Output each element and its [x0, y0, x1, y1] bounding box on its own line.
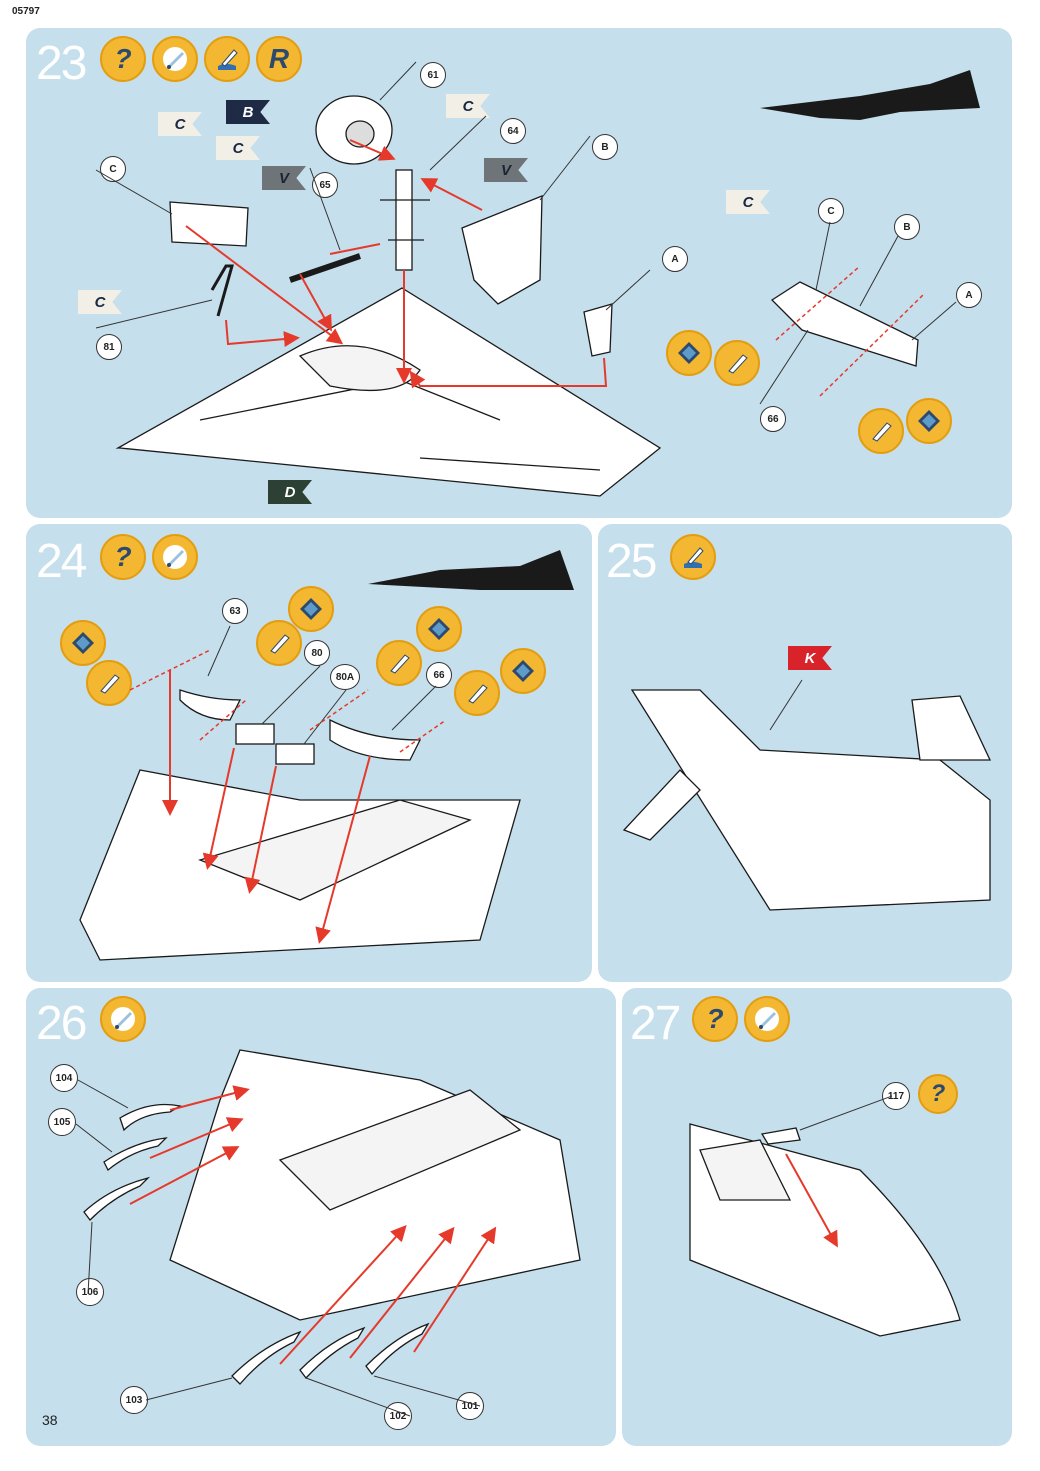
callout-64: 64: [500, 118, 526, 144]
callout-63: 63: [222, 598, 248, 624]
callout-66: 66: [760, 406, 786, 432]
r-icon: R: [256, 36, 302, 82]
flag-c-5: C: [726, 190, 770, 214]
glue-icon: [152, 534, 198, 580]
glue-icon: [744, 996, 790, 1042]
aircraft-silhouette: [760, 70, 980, 120]
callout-b: B: [592, 134, 618, 160]
flag-v-2: V: [484, 158, 528, 182]
cut-diamond-icon: [500, 648, 546, 694]
question-icon: ?: [100, 534, 146, 580]
question-icon: ?: [692, 996, 738, 1042]
callout-a: A: [662, 246, 688, 272]
callout-81: 81: [96, 334, 122, 360]
knife-icon: [858, 408, 904, 454]
cut-diamond-icon: [666, 330, 712, 376]
callout-c: C: [100, 156, 126, 182]
callout-104: 104: [50, 1064, 78, 1092]
callout-102: 102: [384, 1402, 412, 1430]
cut-diamond-icon: [906, 398, 952, 444]
callout-106: 106: [76, 1278, 104, 1306]
callout-61: 61: [420, 62, 446, 88]
question-icon: ?: [918, 1074, 958, 1114]
callout-80a: 80A: [330, 664, 360, 690]
paint-brush-icon: [670, 534, 716, 580]
cut-diamond-icon: [416, 606, 462, 652]
paint-brush-icon: [204, 36, 250, 82]
knife-icon: [714, 340, 760, 386]
step-number: 26: [36, 997, 87, 1050]
step-number: 25: [606, 535, 657, 588]
aircraft-silhouette: [368, 550, 574, 590]
step-number: 27: [630, 997, 681, 1050]
callout-b-right: B: [894, 214, 920, 240]
glue-icon: [100, 996, 146, 1042]
knife-icon: [86, 660, 132, 706]
step-number: 24: [36, 535, 87, 588]
callout-66: 66: [426, 662, 452, 688]
callout-117: 117: [882, 1082, 910, 1110]
knife-icon: [376, 640, 422, 686]
callout-80: 80: [304, 640, 330, 666]
knife-icon: [454, 670, 500, 716]
callout-c-right: C: [818, 198, 844, 224]
callout-a-right: A: [956, 282, 982, 308]
callout-103: 103: [120, 1386, 148, 1414]
step-number: 23: [36, 37, 87, 90]
glue-icon: [152, 36, 198, 82]
page-number: 38: [42, 1412, 58, 1428]
knife-icon: [256, 620, 302, 666]
cut-diamond-icon: [288, 586, 334, 632]
kit-code: 05797: [12, 6, 40, 17]
cut-diamond-icon: [60, 620, 106, 666]
callout-105: 105: [48, 1108, 76, 1136]
question-icon: ?: [100, 36, 146, 82]
